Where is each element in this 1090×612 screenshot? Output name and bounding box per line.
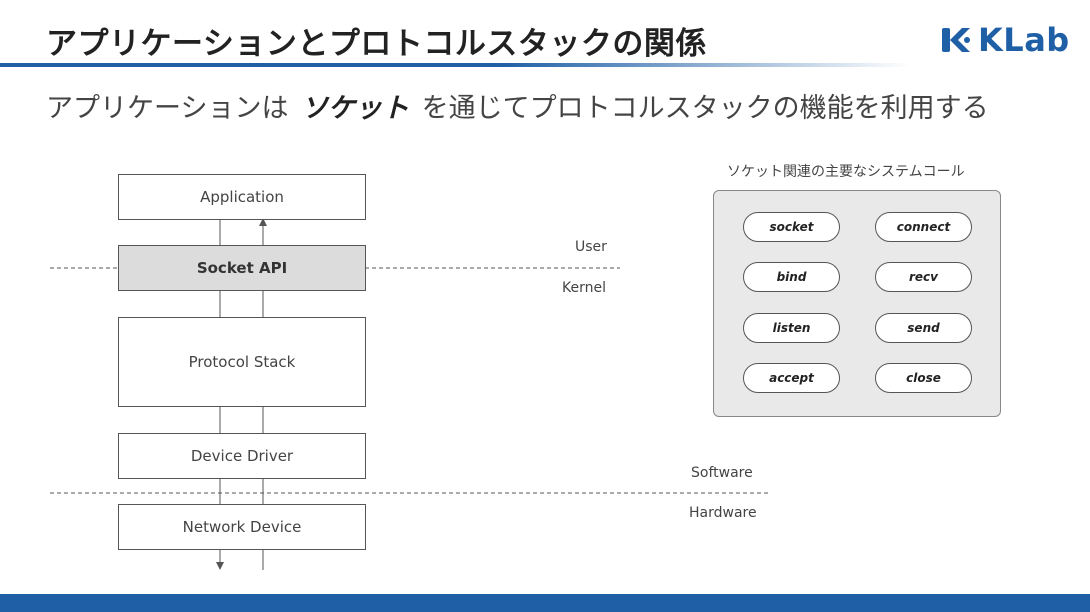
- syscall-recv: recv: [875, 262, 972, 292]
- slide-subtitle: アプリケーションは ソケット を通じてプロトコルスタックの機能を利用する: [46, 86, 989, 125]
- syscall-connect: connect: [875, 212, 972, 242]
- subtitle-emphasis: ソケット: [301, 93, 410, 124]
- kernel-label: Kernel: [562, 280, 606, 296]
- subtitle-tail: を通じてプロトコルスタックの機能を利用する: [421, 93, 989, 124]
- application-layer: Application: [118, 174, 366, 220]
- syscall-listen: listen: [743, 313, 840, 343]
- protocol-stack-layer: Protocol Stack: [118, 317, 366, 407]
- klab-logo-text: KLab: [978, 21, 1070, 59]
- hardware-label: Hardware: [689, 505, 757, 521]
- klab-logo: KLab: [940, 21, 1070, 59]
- klab-logo-mark-icon: [942, 28, 970, 52]
- syscall-send: send: [875, 313, 972, 343]
- user-label: User: [575, 239, 607, 255]
- syscall-socket: socket: [743, 212, 840, 242]
- slide-title: アプリケーションとプロトコルスタックの関係: [46, 26, 707, 62]
- syscall-panel: socket connect bind recv listen send acc…: [713, 190, 1001, 417]
- device-driver-layer: Device Driver: [118, 433, 366, 479]
- subtitle-lead: アプリケーションは: [46, 93, 289, 124]
- syscall-close: close: [875, 363, 972, 393]
- software-label: Software: [691, 465, 753, 481]
- syscall-heading: ソケット関連の主要なシステムコール: [727, 164, 965, 180]
- socket-api-layer: Socket API: [118, 245, 366, 291]
- network-device-layer: Network Device: [118, 504, 366, 550]
- footer-bar: [0, 594, 1090, 612]
- syscall-accept: accept: [743, 363, 840, 393]
- syscall-bind: bind: [743, 262, 840, 292]
- title-underline: [0, 63, 910, 67]
